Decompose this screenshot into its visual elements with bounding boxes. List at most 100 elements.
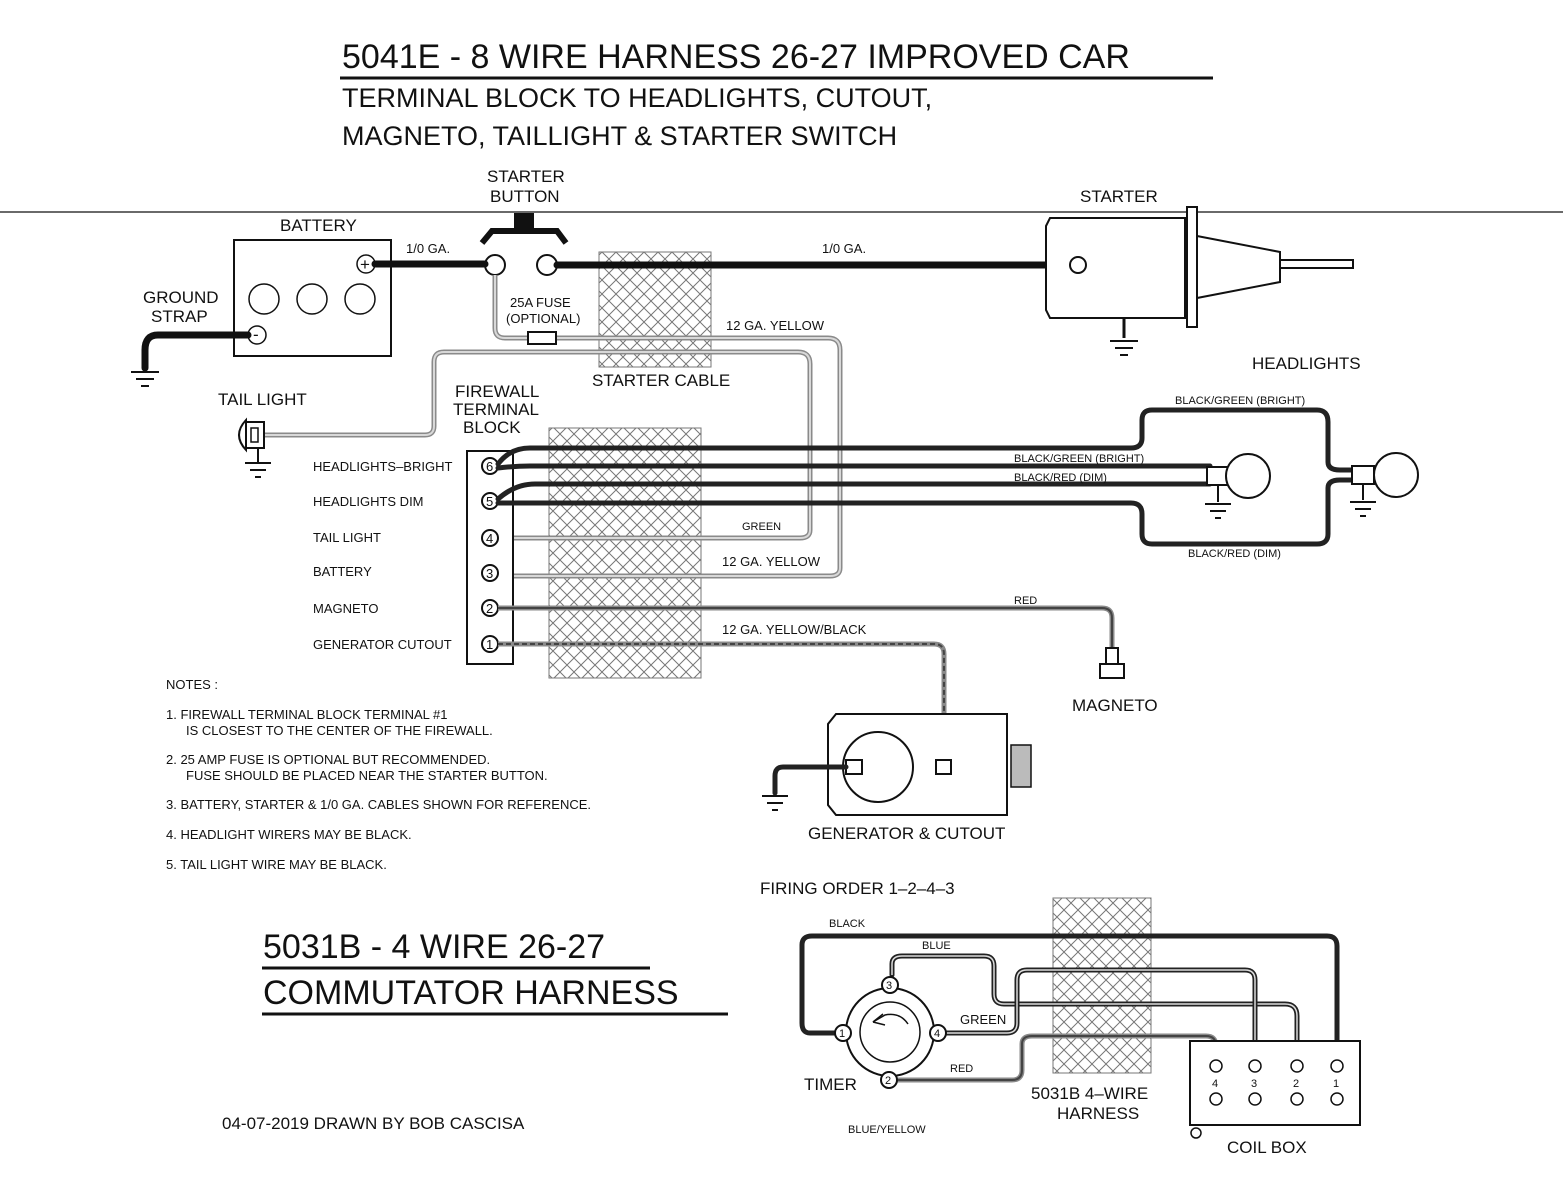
starter-nose (1196, 234, 1281, 300)
fuse-label-2: (OPTIONAL) (506, 311, 580, 326)
battery-cell-1 (248, 283, 280, 315)
timer-terminal-4: 4 (929, 1024, 947, 1042)
terminal-3-label: BATTERY (313, 564, 372, 579)
bright-wire-lower (495, 463, 1213, 471)
ground-strap (141, 331, 252, 372)
headlight-left (1206, 453, 1271, 502)
timer-terminal-3: 3 (881, 976, 899, 994)
headlight-right (1351, 452, 1419, 500)
terminal-2-label: MAGNETO (313, 601, 379, 616)
starter-button-label-1: STARTER (487, 167, 565, 186)
magneto-label: MAGNETO (1072, 696, 1158, 715)
timer-terminal-2: 2 (880, 1071, 898, 1089)
blue-wire-core (891, 955, 1298, 1062)
magneto-connector (1099, 647, 1125, 679)
commutator-harness-sleeve (1052, 897, 1152, 1074)
commutator-title-2: COMMUTATOR HARNESS (263, 974, 679, 1012)
starter-label: STARTER (1080, 187, 1158, 206)
red-wire-label-timer: RED (950, 1063, 973, 1075)
starter-cable-sleeve (598, 251, 712, 368)
terminal-5-label: HEADLIGHTS DIM (313, 494, 424, 509)
starter-cable-label: STARTER CABLE (592, 371, 730, 390)
ground-symbol (245, 462, 271, 478)
starter-body (1045, 217, 1186, 319)
notes-header: NOTES : (166, 677, 218, 692)
battery-positive-sign: + (360, 255, 370, 274)
ground-strap-label-2: STRAP (151, 307, 208, 326)
dim-wire-upper (495, 481, 1213, 502)
note-3: 3. BATTERY, STARTER & 1/0 GA. CABLES SHO… (166, 797, 591, 812)
terminal-3: BATTERY 3 (313, 564, 499, 582)
black-wire-label: BLACK (829, 918, 866, 930)
coil-box-label: COIL BOX (1227, 1138, 1307, 1157)
firing-order: FIRING ORDER 1–2–4–3 (760, 879, 955, 898)
page-title: 5041E - 8 WIRE HARNESS 26-27 IMPROVED CA… (342, 38, 1130, 76)
terminal-4-label: TAIL LIGHT (313, 530, 381, 545)
starter-shaft (1279, 259, 1354, 269)
yellow-black-wire-label: 12 GA. YELLOW/BLACK (722, 622, 867, 637)
terminal-6-label: HEADLIGHTS–BRIGHT (313, 459, 452, 474)
battery (233, 239, 392, 357)
ground-symbol (1350, 501, 1376, 517)
commutator-harness-label-2: HARNESS (1057, 1104, 1139, 1123)
coil-terminal-3: 3 (1248, 1059, 1262, 1106)
blue-yellow-wire-label: BLUE/YELLOW (848, 1124, 926, 1136)
br-dim-outer-label: BLACK/RED (DIM) (1188, 548, 1281, 560)
tail-light (238, 417, 265, 462)
ground-symbol (131, 371, 159, 387)
terminal-1: GENERATOR CUTOUT 1 (313, 635, 499, 653)
terminal-block (466, 450, 514, 665)
terminal-2-number: 2 (486, 601, 493, 616)
terminal-3-number: 3 (486, 566, 493, 581)
yellow-wire-label-top: 12 GA. YELLOW (726, 318, 825, 333)
terminal-4: TAIL LIGHT 4 (313, 529, 499, 547)
terminal-4-number: 4 (486, 531, 493, 546)
battery-cell-3 (344, 283, 376, 315)
blue-wire-label: BLUE (922, 940, 951, 952)
svg-text:2: 2 (885, 1075, 891, 1087)
page-subtitle-2: MAGNETO, TAILLIGHT & STARTER SWITCH (342, 121, 897, 151)
battery-label: BATTERY (280, 216, 357, 235)
bg-bright-outer-label: BLACK/GREEN (BRIGHT) (1175, 395, 1305, 407)
note-1-line-1: 1. FIREWALL TERMINAL BLOCK TERMINAL #1 (166, 707, 448, 722)
terminal-5: HEADLIGHTS DIM 5 (313, 492, 499, 510)
timer-label: TIMER (804, 1075, 857, 1094)
generator-ground-wire (772, 764, 849, 796)
timer-terminal-1: 1 (834, 1024, 852, 1042)
ground-symbol (762, 795, 788, 811)
coil-terminal-4: 4 (1209, 1059, 1223, 1106)
terminal-5-number: 5 (486, 494, 493, 509)
firewall-label-1: FIREWALL (455, 382, 539, 401)
note-2-line-2: FUSE SHOULD BE PLACED NEAR THE STARTER B… (186, 768, 548, 783)
starter-flange (1186, 206, 1198, 328)
generator-label: GENERATOR & CUTOUT (808, 824, 1005, 843)
coil-terminal-1: 1 (1330, 1059, 1344, 1106)
coil-terminal-2: 2 (1290, 1059, 1304, 1106)
commutator-harness-label-1: 5031B 4–WIRE (1031, 1084, 1148, 1103)
magneto-wire-red-core (498, 607, 1113, 648)
green-wire-label: GREEN (742, 521, 781, 533)
battery-negative-sign: - (253, 325, 259, 344)
terminal-1-label: GENERATOR CUTOUT (313, 637, 452, 652)
note-1-line-2: IS CLOSEST TO THE CENTER OF THE FIREWALL… (186, 723, 493, 738)
svg-text:3: 3 (886, 980, 892, 992)
button-to-starter-cable-label: 1/0 GA. (822, 241, 866, 256)
dim-wire-lower (495, 477, 1365, 547)
main-harness-sleeve (548, 427, 702, 679)
black-wire (799, 933, 1340, 1065)
drawn-by: 04-07-2019 DRAWN BY BOB CASCISA (222, 1114, 525, 1133)
firewall-label-3: BLOCK (463, 418, 521, 437)
ground-strap-label-1: GROUND (143, 288, 219, 307)
terminal-1-number: 1 (486, 637, 493, 652)
fuse (527, 331, 557, 345)
battery-to-button-cable-label: 1/0 GA. (406, 241, 450, 256)
svg-text:4: 4 (934, 1028, 940, 1040)
coil-box (1189, 1040, 1361, 1126)
bg-bright-inner-label: BLACK/GREEN (BRIGHT) (1014, 453, 1144, 465)
coil-box-mount (1190, 1127, 1202, 1139)
yellow-wire-label-mid: 12 GA. YELLOW (722, 554, 821, 569)
note-2-line-1: 2. 25 AMP FUSE IS OPTIONAL BUT RECOMMEND… (166, 752, 490, 767)
starter-button (479, 213, 569, 276)
bright-wire-upper (495, 407, 1365, 473)
